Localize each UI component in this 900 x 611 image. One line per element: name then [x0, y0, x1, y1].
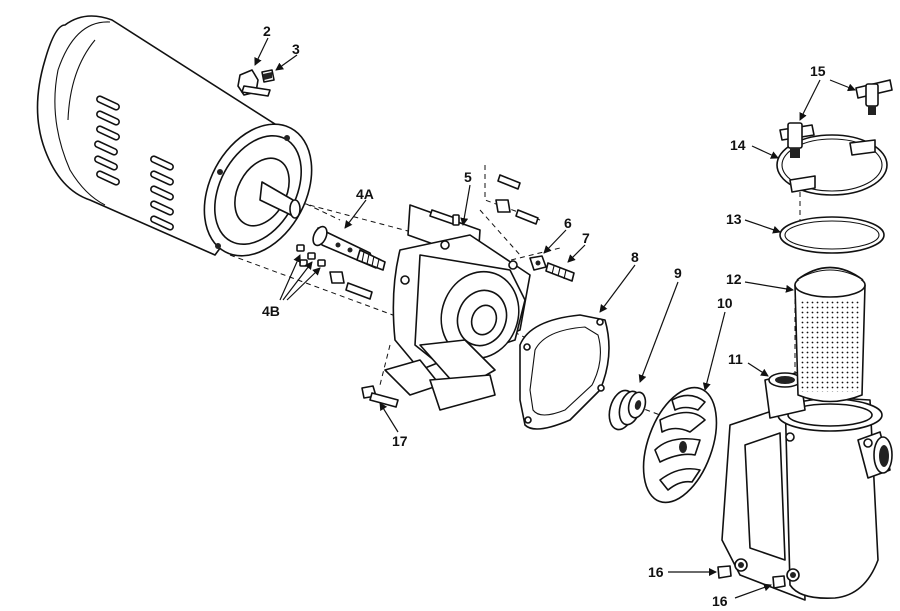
callout-4a: 4A	[356, 186, 374, 202]
leader-15-a	[799, 79, 821, 121]
assembly-line-top-bolt	[484, 165, 541, 221]
leader-2	[254, 37, 269, 66]
part-13-o-ring	[779, 216, 885, 254]
callout-10: 10	[717, 295, 733, 311]
part-17-bolt	[361, 385, 399, 408]
part-16-drain-plug-a	[717, 565, 732, 579]
motor	[36, 15, 313, 257]
callout-14: 14	[730, 137, 746, 153]
leader-3	[275, 54, 298, 71]
leader-11	[747, 362, 769, 377]
part-6-nut	[529, 255, 547, 271]
part-16-drain-plug-b	[772, 575, 786, 589]
assembly-line-upper	[297, 199, 341, 221]
part-9-seal	[608, 389, 647, 431]
part-11-pump-housing	[721, 371, 893, 601]
part-12-strainer-basket	[794, 266, 866, 403]
callout-labels: 2 3 4A 4B 5 6 7 8 9 10 11 12 13 14 15 16…	[262, 23, 826, 609]
leader-16-b	[734, 583, 772, 599]
leader-13	[744, 219, 781, 234]
motor-bolt-hole-1	[217, 169, 223, 175]
callout-9: 9	[674, 265, 682, 281]
callout-11: 11	[728, 351, 743, 367]
leader-17	[379, 402, 399, 433]
leader-lines	[254, 37, 856, 599]
callout-5: 5	[464, 169, 472, 185]
assembly-line-bolt5	[479, 209, 521, 256]
leader-4b-1	[279, 254, 301, 301]
part-8-gasket	[519, 314, 610, 430]
motor-bolt-hole-3	[215, 243, 221, 249]
callout-4b: 4B	[262, 303, 280, 319]
leader-12	[744, 281, 794, 293]
leader-6	[543, 229, 567, 254]
assembly-line-bolt17	[379, 344, 391, 386]
leader-15-b	[829, 79, 856, 92]
bolts-upper	[329, 174, 539, 300]
part-7-bolt	[545, 262, 575, 282]
callout-3: 3	[292, 41, 300, 57]
part-5-seal-plate	[384, 204, 531, 411]
callout-12: 12	[726, 271, 742, 287]
leader-7	[567, 244, 586, 263]
part-10-impeller	[642, 386, 718, 504]
callout-17: 17	[392, 433, 408, 449]
motor-bolt-hole-2	[284, 135, 290, 141]
part-14-lid	[776, 134, 888, 196]
part-2-terminal	[237, 69, 271, 97]
callout-13: 13	[726, 211, 742, 227]
callout-16-a: 16	[648, 564, 664, 580]
motor-highlight	[67, 39, 96, 121]
leader-5	[460, 184, 471, 226]
callout-8: 8	[631, 249, 639, 265]
leader-4a	[344, 199, 367, 229]
leader-10	[702, 311, 726, 391]
part-15-lid-knob-spare	[855, 79, 893, 115]
leader-9	[638, 281, 679, 383]
part-4a-shaft-extender	[312, 225, 386, 271]
callout-7: 7	[582, 230, 590, 246]
leader-14	[751, 145, 779, 159]
part-15-lid-knob-installed	[779, 122, 815, 158]
assembly-line-motor-bottom	[229, 254, 421, 326]
motor-shaft-end	[289, 199, 301, 219]
callout-6: 6	[564, 215, 572, 231]
motor-vents	[94, 95, 174, 231]
callout-2: 2	[263, 23, 271, 39]
callout-16-b: 16	[712, 593, 728, 609]
part-3-screw	[261, 69, 275, 83]
leader-8	[599, 264, 636, 313]
callout-15: 15	[810, 63, 826, 79]
leader-4b-3	[286, 267, 321, 301]
motor-band-line	[54, 21, 111, 206]
leader-4b-2	[282, 261, 313, 301]
